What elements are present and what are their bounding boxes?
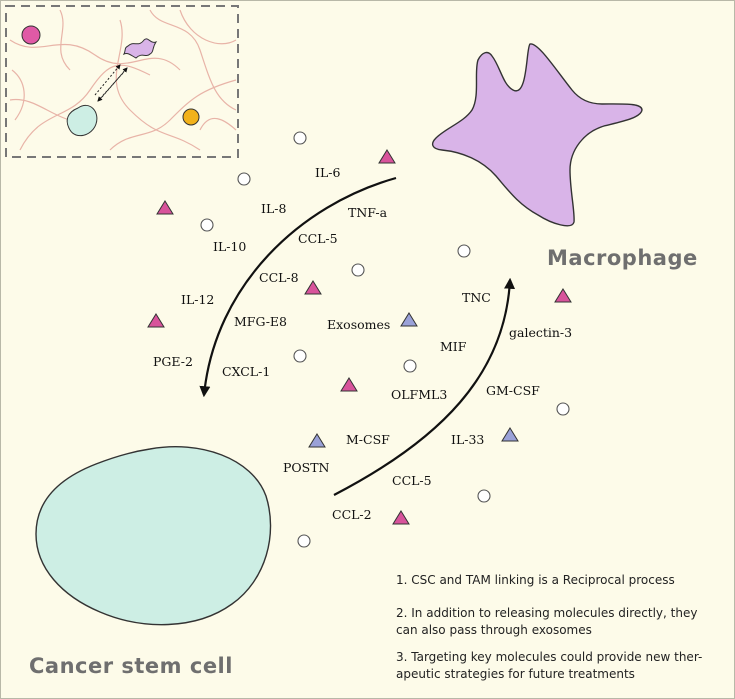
- molecule-label-mfge8: MFG-E8: [234, 314, 287, 329]
- molecule-circle: [237, 172, 251, 186]
- pink-triangle: [378, 149, 396, 164]
- exosome-triangle: [501, 427, 519, 442]
- arrow-csc-to-macrophage: [333, 277, 516, 496]
- inset-cancer-stem-cell: [66, 104, 98, 137]
- molecule-label-mcsf: M-CSF: [346, 432, 390, 447]
- exosome-triangle: [400, 312, 418, 327]
- molecule-label-ccl8: CCL-8: [259, 270, 299, 285]
- exosomes-label: Exosomes: [327, 317, 391, 332]
- molecule-label-tnfa: TNF-a: [348, 205, 388, 220]
- note-2: 2. In addition to releasing molecules di…: [396, 606, 698, 637]
- blue-triangles: [308, 312, 519, 448]
- molecule-label-il10: IL-10: [213, 239, 247, 254]
- macrophage-label: Macrophage: [547, 246, 698, 270]
- molecule-circle: [556, 402, 570, 416]
- exosome-triangle: [308, 433, 326, 448]
- molecule-circle: [403, 359, 417, 373]
- macrophage-cell: [431, 43, 643, 227]
- molecule-circles: [200, 131, 570, 548]
- cancer-stem-cell-label: Cancer stem cell: [29, 654, 233, 678]
- pink-triangle: [392, 510, 410, 525]
- molecule-label-pge2: PGE-2: [153, 354, 193, 369]
- pink-triangles: [147, 149, 572, 525]
- molecule-label-olfml3: OLFML3: [391, 387, 448, 402]
- molecule-label-ccl5-bottom: CCL-5: [392, 473, 432, 488]
- molecule-label-il8: IL-8: [261, 201, 287, 216]
- molecule-label-il33: IL-33: [451, 432, 485, 447]
- molecule-label-postn: POSTN: [283, 460, 330, 475]
- note-3: 3. Targeting key molecules could provide…: [396, 650, 703, 681]
- molecule-circle: [297, 534, 311, 548]
- molecule-circle: [293, 349, 307, 363]
- molecule-label-il6: IL-6: [315, 165, 341, 180]
- molecule-label-il12: IL-12: [181, 292, 215, 307]
- pink-triangle: [156, 200, 174, 215]
- inset-macrophage: [122, 38, 158, 59]
- molecule-label-cxcl1: CXCL-1: [222, 364, 271, 379]
- molecule-label-gmcsf: GM-CSF: [486, 383, 540, 398]
- molecule-label-galectin3: galectin-3: [509, 325, 573, 340]
- molecule-circle: [351, 263, 365, 277]
- inset-pink-cell: [21, 25, 41, 45]
- inset-yellow-cell: [182, 108, 200, 126]
- molecule-label-mif: MIF: [440, 339, 467, 354]
- molecule-label-tnc: TNC: [462, 290, 491, 305]
- cancer-stem-cell: [35, 446, 272, 626]
- molecule-circle: [200, 218, 214, 232]
- molecule-circle: [293, 131, 307, 145]
- arrow-macrophage-to-csc: [199, 176, 397, 398]
- molecule-label-ccl2: CCL-2: [332, 507, 372, 522]
- pink-triangle: [340, 377, 358, 392]
- molecule-circle: [457, 244, 471, 258]
- pink-triangle: [554, 288, 572, 303]
- pink-triangle: [147, 313, 165, 328]
- molecule-label-ccl5-top: CCL-5: [298, 231, 338, 246]
- inset-microenvironment: [5, 5, 239, 158]
- inset-exchange-arrows: [94, 64, 128, 102]
- note-1: 1. CSC and TAM linking is a Reciprocal p…: [396, 573, 675, 587]
- molecule-circle: [477, 489, 491, 503]
- pink-triangle: [304, 280, 322, 295]
